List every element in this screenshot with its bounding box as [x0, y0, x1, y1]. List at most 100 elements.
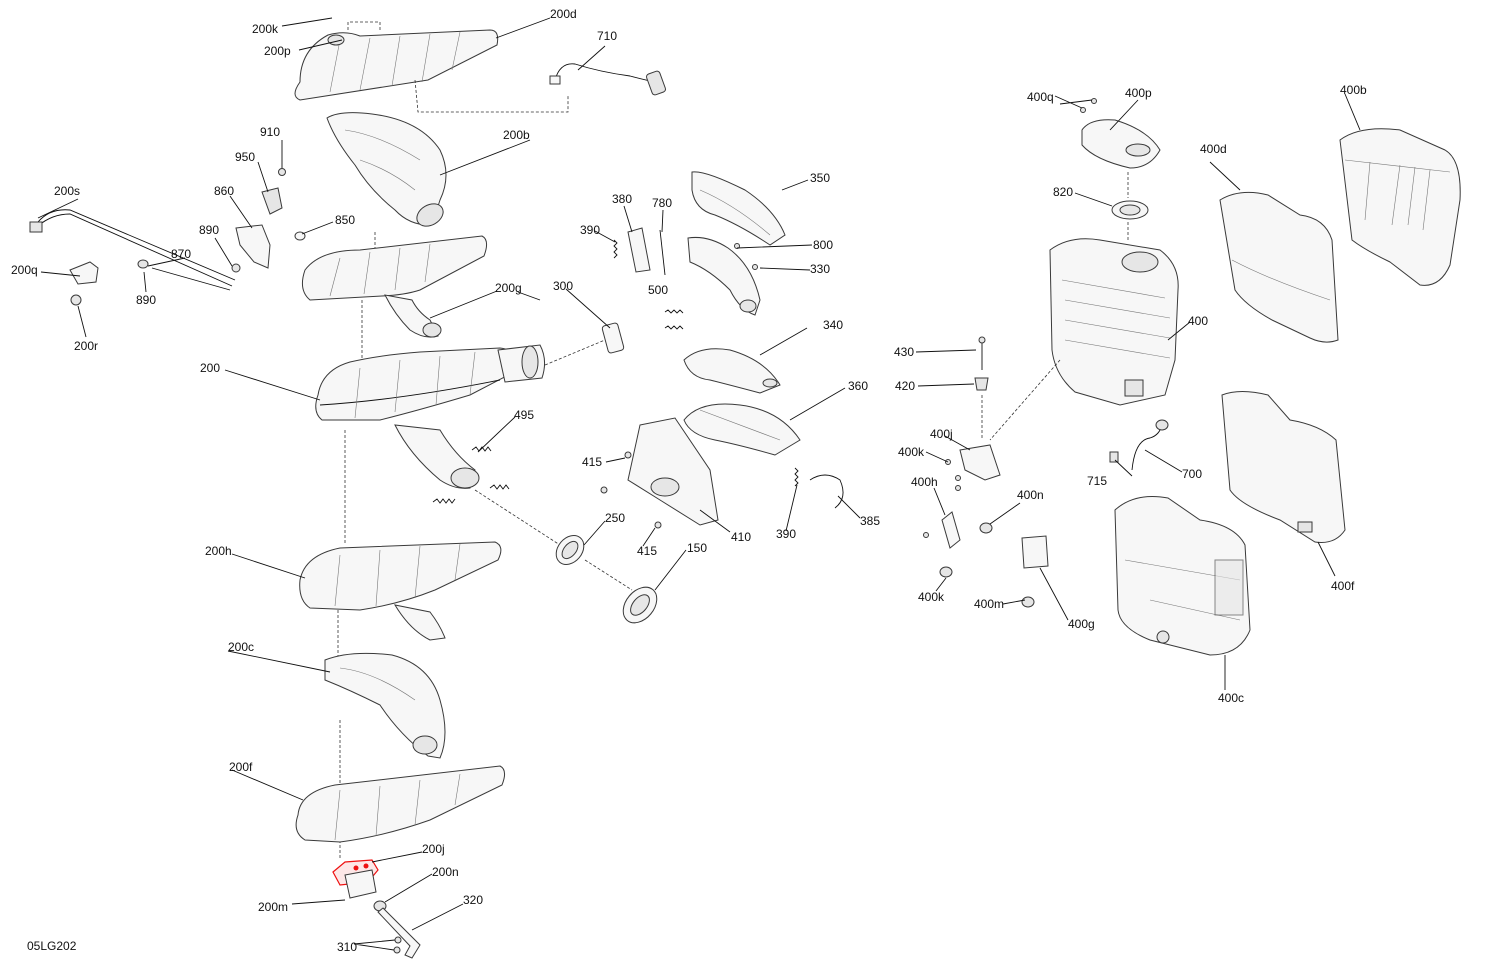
label-400n: 400n [1017, 488, 1044, 502]
label-350: 350 [810, 171, 830, 185]
part-200f-bottom-shell[interactable] [295, 765, 506, 843]
label-390-a: 390 [580, 223, 600, 237]
part-390-spring-a[interactable] [613, 239, 618, 259]
label-150: 150 [687, 541, 707, 555]
part-950-sensor[interactable] [261, 187, 283, 215]
part-400b-cover[interactable] [1339, 128, 1461, 286]
label-410: 410 [731, 530, 751, 544]
part-400k-screw-lower[interactable] [923, 532, 929, 538]
label-430: 430 [894, 345, 914, 359]
part-300-clip[interactable] [601, 322, 625, 354]
part-495-springs[interactable] [432, 446, 510, 504]
label-415-b: 415 [637, 544, 657, 558]
part-500-springs[interactable] [664, 309, 684, 330]
part-715-plug[interactable] [1109, 451, 1119, 463]
leader-lines [37, 17, 1361, 951]
label-360: 360 [848, 379, 868, 393]
label-870: 870 [171, 247, 191, 261]
part-200s-cable[interactable] [29, 209, 236, 287]
part-420-bushing[interactable] [974, 377, 989, 391]
label-400k-lower: 400k [918, 590, 945, 604]
part-385-band[interactable] [809, 474, 844, 509]
assembly-axis-left [337, 232, 376, 860]
part-780-strip[interactable] [659, 229, 666, 276]
part-320-rod[interactable] [377, 907, 421, 959]
label-310: 310 [337, 940, 357, 954]
part-870-rod[interactable] [151, 267, 231, 291]
label-890-b: 890 [136, 293, 156, 307]
label-860: 860 [214, 184, 234, 198]
label-500: 500 [648, 283, 668, 297]
label-400p: 400p [1125, 86, 1152, 100]
part-400c-cover[interactable] [1114, 496, 1251, 656]
label-200s: 200s [54, 184, 80, 198]
part-800-screws[interactable] [734, 243, 758, 270]
label-200g: 200g [495, 281, 522, 295]
part-250-gasket[interactable] [551, 530, 590, 570]
label-330: 330 [810, 262, 830, 276]
label-700: 700 [1182, 467, 1202, 481]
part-200d-top-cover[interactable] [294, 29, 499, 101]
label-385: 385 [860, 514, 880, 528]
label-250: 250 [605, 511, 625, 525]
part-150-gasket[interactable] [616, 581, 663, 630]
part-400k-screws-upper[interactable] [945, 459, 961, 491]
part-400h-bracket[interactable] [941, 511, 961, 549]
part-400j-bracket[interactable] [959, 444, 1001, 481]
part-400q-screws[interactable] [1080, 98, 1097, 113]
part-410-bracket[interactable] [627, 417, 719, 526]
part-200g-mid-shell[interactable] [301, 235, 488, 338]
part-890-nut[interactable] [231, 263, 241, 273]
label-340: 340 [823, 318, 843, 332]
label-200n: 200n [432, 865, 459, 879]
part-350-heat-shield[interactable] [691, 171, 786, 246]
label-400c: 400c [1218, 691, 1244, 705]
label-200j: 200j [422, 842, 445, 856]
part-380-plate[interactable] [627, 227, 651, 273]
label-200p: 200p [264, 44, 291, 58]
leader-dash [347, 21, 381, 30]
label-400: 400 [1188, 314, 1208, 328]
label-200m: 200m [258, 900, 288, 914]
label-495: 495 [514, 408, 534, 422]
part-415-screws[interactable] [600, 451, 662, 529]
part-400m-grommets[interactable] [939, 566, 1035, 608]
label-400h: 400h [911, 475, 938, 489]
part-400d-cover[interactable] [1219, 191, 1339, 343]
label-200: 200 [200, 361, 220, 375]
part-330-shield[interactable] [687, 237, 761, 316]
label-820: 820 [1053, 185, 1073, 199]
part-360-shield[interactable] [683, 403, 801, 456]
part-390-spring-b[interactable] [794, 467, 799, 487]
label-400f: 400f [1331, 579, 1355, 593]
part-200b-upper-shell[interactable] [326, 112, 447, 231]
part-200c-inner-shell[interactable] [324, 652, 446, 759]
leader-dash [584, 559, 633, 591]
part-400g-bracket[interactable] [1021, 535, 1049, 569]
part-820-gasket[interactable] [1111, 200, 1149, 220]
part-310-screws[interactable] [393, 936, 402, 954]
part-340-shield[interactable] [683, 348, 781, 394]
part-860-bracket[interactable] [235, 224, 271, 269]
part-710-sensor[interactable] [549, 63, 666, 96]
part-400f-cover[interactable] [1221, 391, 1346, 543]
part-400p-cap[interactable] [1081, 119, 1161, 169]
part-400-muffler[interactable] [1049, 238, 1179, 406]
label-400j: 400j [930, 427, 953, 441]
label-400k: 400k [898, 445, 925, 459]
part-200r-fastener[interactable] [70, 294, 82, 306]
label-400b: 400b [1340, 83, 1367, 97]
label-715: 715 [1087, 474, 1107, 488]
part-200h-lower-shell[interactable] [299, 541, 502, 641]
part-200j-bracket-highlighted[interactable] [332, 859, 379, 899]
part-700-sensor[interactable] [1131, 419, 1169, 471]
label-800: 800 [813, 238, 833, 252]
part-430-screw[interactable] [978, 336, 986, 370]
part-200-main-muffler[interactable] [315, 344, 546, 489]
label-910: 910 [260, 125, 280, 139]
part-200q-bracket[interactable] [69, 261, 99, 285]
part-910-screw[interactable] [278, 168, 286, 176]
part-400n-grommet[interactable] [979, 522, 993, 534]
diagram-code: 05LG202 [27, 939, 77, 953]
label-415-a: 415 [582, 455, 602, 469]
